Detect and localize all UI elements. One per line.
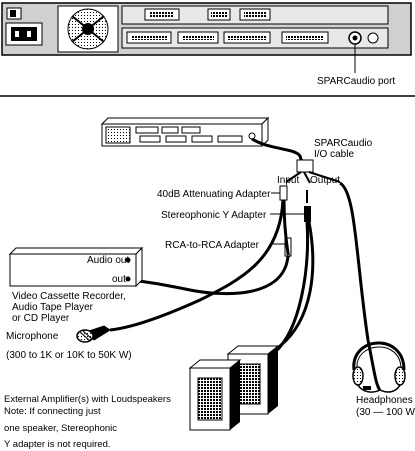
sparcaudio-io-cable <box>251 137 304 163</box>
workstation-back-panel <box>1 2 412 56</box>
out-jack <box>125 276 131 282</box>
rca-adapter-label: RCA-to-RCA Adapter <box>165 240 260 251</box>
io-cable-junction-box <box>296 159 314 173</box>
input-label: Input <box>277 175 299 186</box>
output-label: Output <box>310 175 340 186</box>
cable-headphones <box>339 181 382 392</box>
amplifier-label-2: Note: If connecting just <box>4 406 101 417</box>
amplifier-label-3: one speaker, Stereophonic <box>4 423 117 434</box>
headphones-label-1: Headphones <box>356 395 413 406</box>
workstation-unit <box>100 116 270 148</box>
cable-microphone <box>109 199 285 332</box>
amplifier-label-4: Y adapter is not required. <box>4 439 111 450</box>
io-cable-label-2: I/O cable <box>314 149 354 160</box>
microphone-label-1: Microphone <box>6 331 59 342</box>
attenuating-adapter-label: 40dB Attenuating Adapter <box>157 189 271 200</box>
io-cable-label-1: SPARCaudio <box>314 138 373 149</box>
vcr-audio-player-unit <box>8 246 144 288</box>
audio-out-jack <box>125 257 131 263</box>
headphones-label-2: (30 — 100 W) <box>356 407 415 418</box>
attenuating-adapter <box>279 185 288 201</box>
vcr-label-line1: Video Cassette Recorder, <box>12 291 126 302</box>
vcr-label-line3: or CD Player <box>12 313 70 324</box>
cable-vcr <box>129 199 290 296</box>
headphones-icon <box>352 341 406 393</box>
loudspeaker-icon <box>188 359 242 431</box>
microphone-icon <box>76 325 111 343</box>
stereophonic-y-adapter <box>304 206 311 222</box>
microphone-label-2: (300 to 1K or 10K to 50K W) <box>6 350 132 361</box>
vcr-label-line2: Audio Tape Player <box>12 302 94 313</box>
out-label: out <box>112 274 126 285</box>
amplifier-label-1: External Amplifier(s) with Loudspeakers <box>4 394 171 405</box>
sparcaudio-port-label: SPARCaudio port <box>317 76 395 87</box>
audio-out-label: Audio out <box>87 255 129 266</box>
stereophonic-y-label: Stereophonic Y Adapter <box>161 210 267 221</box>
